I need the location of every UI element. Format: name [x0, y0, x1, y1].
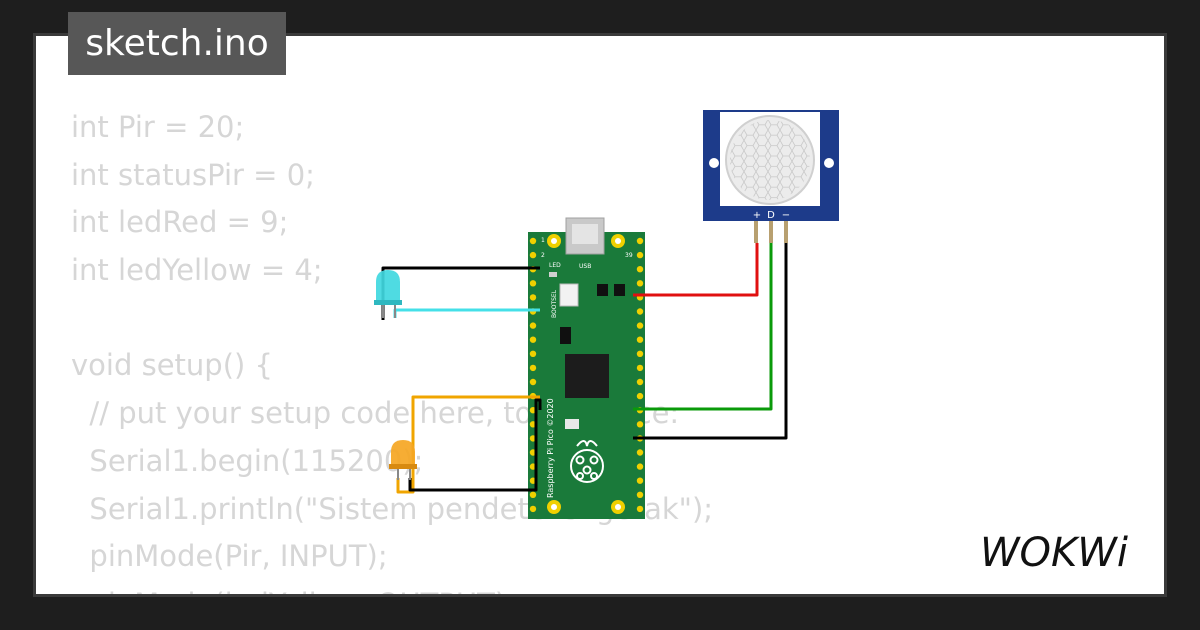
rp2040-chip [565, 354, 609, 398]
pin-hole[interactable] [529, 350, 537, 357]
pin-hole[interactable] [529, 491, 537, 498]
pin-hole[interactable] [636, 449, 644, 456]
pin-hole[interactable] [636, 308, 644, 315]
pir-pin-gnd[interactable] [784, 221, 788, 243]
pin-hole[interactable] [636, 421, 644, 428]
pir-mount-hole-left [709, 158, 719, 168]
file-tab[interactable]: sketch.ino [68, 12, 286, 75]
wire-orange-signal[interactable] [396, 395, 540, 494]
crystal [560, 327, 571, 344]
pin-hole[interactable] [636, 392, 644, 400]
pin-label-2: 2 [541, 252, 545, 259]
pin-hole[interactable] [636, 251, 644, 259]
usb-label: USB [579, 263, 591, 270]
pir-pin-label-data: D [767, 210, 775, 221]
code-line: Serial1.begin(115200); [71, 443, 424, 478]
bootsel-label: BOOTSEL [551, 289, 558, 318]
code-line: int statusPir = 0; [71, 157, 315, 192]
wokwi-logo-text: WOKWi [980, 530, 1128, 576]
code-line: pinMode(ledYellow, OUTPUT); [71, 581, 713, 594]
pin-label-1: 1 [541, 237, 545, 244]
pin-hole[interactable] [636, 322, 644, 329]
onboard-led [549, 272, 557, 277]
file-tab-label: sketch.ino [85, 23, 269, 64]
pin-hole[interactable] [529, 505, 537, 513]
pin-hole[interactable] [529, 378, 537, 386]
pin-hole[interactable] [636, 491, 644, 498]
wire-black-gnd-pir[interactable] [633, 243, 788, 440]
pin-header-right [636, 237, 644, 513]
pir-sensor[interactable]: + D − [703, 110, 839, 243]
wokwi-logo: WOKWi [980, 530, 1128, 576]
pir-lens [730, 120, 810, 200]
pin-label-39: 39 [625, 252, 633, 259]
pin-hole[interactable] [636, 336, 644, 343]
wire-cyan-signal[interactable] [393, 308, 540, 318]
pin-hole[interactable] [636, 266, 644, 273]
code-line: pinMode(Pir, INPUT); [71, 539, 388, 574]
pin-hole[interactable] [636, 280, 644, 287]
code-line: int ledRed = 9; [71, 205, 289, 240]
pin-hole[interactable] [529, 322, 537, 329]
pin-hole[interactable] [529, 364, 537, 372]
led-orange[interactable] [389, 440, 417, 480]
code-line: void setup() { [71, 348, 273, 383]
board-name: Raspberry Pi Pico ©2020 [546, 398, 555, 498]
code-line: int Pir = 20; [71, 110, 245, 144]
wire-red-vcc[interactable] [633, 243, 759, 297]
wire-black-gnd-cyan-led[interactable] [381, 266, 540, 320]
debug-pad [565, 419, 579, 429]
pin-hole[interactable] [636, 350, 644, 357]
led-cyan-body [376, 270, 400, 304]
pin-hole[interactable] [529, 237, 537, 245]
led-cyan[interactable] [374, 270, 402, 318]
pir-mount-hole-right [824, 158, 834, 168]
raspberry-pi-logo-icon [570, 440, 604, 483]
pir-pin-vcc[interactable] [754, 221, 758, 243]
pin-hole[interactable] [529, 280, 537, 287]
pico-board[interactable]: 1 2 39 LED USB BOOTSEL Raspberry Pi Pico… [528, 217, 645, 519]
pin-hole[interactable] [636, 477, 644, 484]
led-orange-body [391, 440, 415, 468]
code-line: int ledYellow = 4; [71, 253, 323, 288]
pin-hole[interactable] [529, 251, 537, 259]
bootsel-button[interactable] [559, 283, 579, 307]
flash-chip [614, 284, 625, 296]
wire-black-gnd-orange-led[interactable] [408, 398, 542, 492]
pir-pin-data[interactable] [769, 221, 773, 243]
pin-hole[interactable] [636, 237, 644, 245]
pir-pin-label-gnd: − [782, 210, 790, 221]
regulator-chip [597, 284, 608, 296]
pin-hole[interactable] [636, 505, 644, 513]
pir-pin-label-vcc: + [753, 210, 761, 221]
pin-hole[interactable] [529, 294, 537, 301]
led-label: LED [549, 262, 561, 269]
wire-green-data[interactable] [633, 243, 773, 411]
pin-hole[interactable] [636, 463, 644, 470]
usb-port [572, 224, 598, 244]
pin-hole[interactable] [636, 364, 644, 372]
pin-hole[interactable] [529, 336, 537, 343]
pin-hole[interactable] [636, 378, 644, 386]
